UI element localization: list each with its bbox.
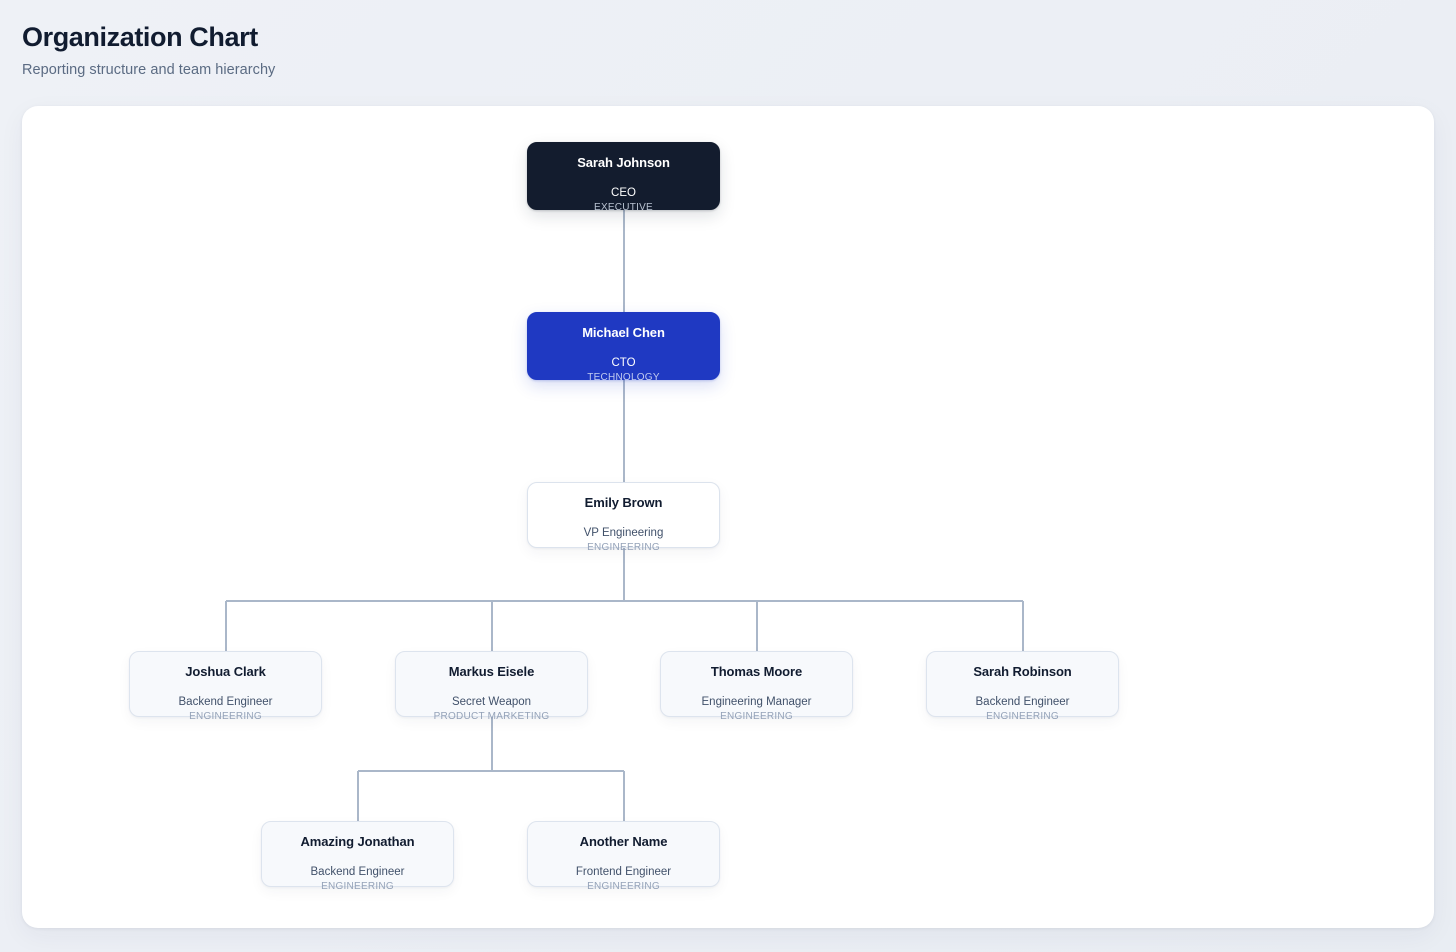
node-title: CEO [611,187,636,199]
node-department: ENGINEERING [986,711,1059,722]
connector-n3-n5 [490,601,493,651]
connector-trunk-n5 [490,717,493,771]
node-title: Frontend Engineer [575,866,672,878]
node-name: Another Name [579,834,668,849]
page-header: Organization Chart Reporting structure a… [22,20,922,80]
node-name: Michael Chen [582,325,665,340]
node-name: Emily Brown [584,495,663,510]
node-title: Backend Engineer [310,866,405,878]
connector-n3-n7 [1021,601,1024,651]
connector-n3-n4 [224,601,227,651]
node-department: TECHNOLOGY [587,372,660,383]
connector-trunk-n3 [622,548,625,601]
node-name: Amazing Jonathan [300,834,415,849]
node-department: ENGINEERING [587,542,660,553]
node-title: Secret Weapon [451,696,532,708]
node-title: VP Engineering [583,527,664,539]
page-title: Organization Chart [22,22,258,52]
node-title: CTO [611,357,636,369]
page-subtitle: Reporting structure and team hierarchy [22,62,276,78]
node-department: EXECUTIVE [594,202,653,213]
connector-n1-n2 [622,210,625,312]
node-department: ENGINEERING [189,711,262,722]
connector-n2-n3 [622,380,625,482]
node-department: ENGINEERING [720,711,793,722]
connector-bus-n5 [357,770,624,772]
node-name: Joshua Clark [185,664,266,679]
connector-n5-n9 [622,771,625,821]
node-name: Sarah Robinson [973,664,1072,679]
connector-bus-n3 [225,600,1023,602]
node-department: PRODUCT MARKETING [433,711,550,722]
node-title: Engineering Manager [701,696,812,708]
node-title: Backend Engineer [178,696,273,708]
node-department: ENGINEERING [321,881,394,892]
node-name: Thomas Moore [710,664,803,679]
node-department: ENGINEERING [587,881,660,892]
connector-n5-n8 [356,771,359,821]
node-name: Markus Eisele [448,664,535,679]
node-title: Backend Engineer [975,696,1070,708]
connector-n3-n6 [755,601,758,651]
node-name: Sarah Johnson [577,155,670,170]
